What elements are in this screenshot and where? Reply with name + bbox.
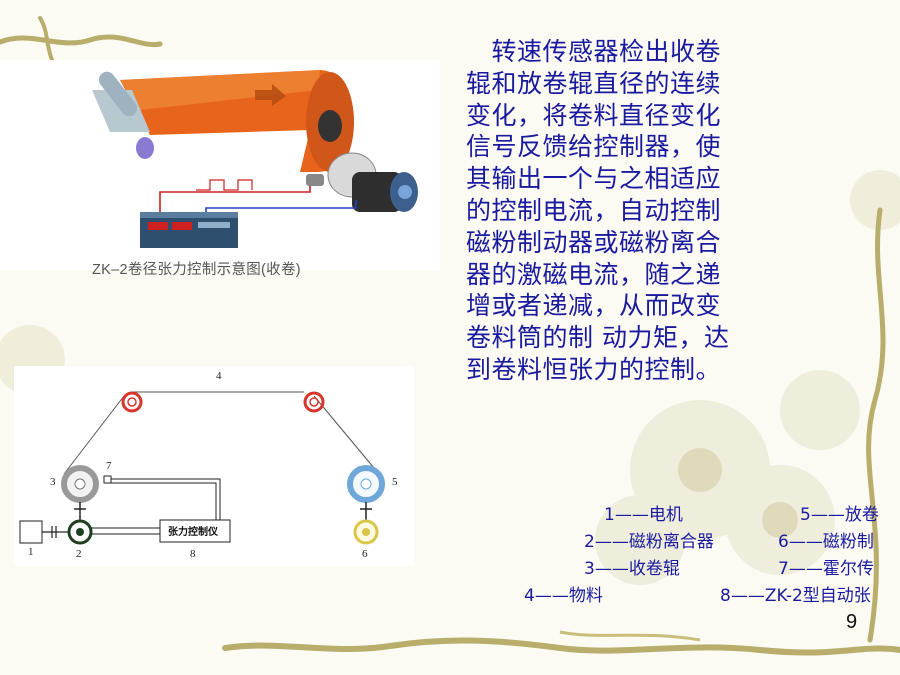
text-line: 信号反馈给控制器，使 (466, 132, 722, 162)
text-line: 其输出一个与之相适应 (466, 164, 722, 194)
text-line: 磁粉制动器或磁粉离合 (466, 227, 722, 257)
tension-controller (159, 519, 231, 543)
legend-item-3: 3——收卷辊 (584, 559, 680, 579)
legend-item-5: 5——放卷 (800, 505, 879, 525)
label-2: 2 (76, 548, 82, 560)
label-6: 6 (362, 548, 368, 560)
schematic-lines (19, 391, 385, 545)
text-line: 到卷料恒张力的控制。 (466, 354, 722, 384)
legend-item-7: 7——霍尔传 (778, 559, 874, 579)
legend-item-1: 1——电机 (604, 505, 683, 525)
text-line: 增或者递减，从而改变 (466, 291, 722, 321)
legend-item-4: 4——物料 (524, 586, 603, 606)
text-line: 转速传感器检出收卷 (466, 37, 722, 66)
description-paragraph: 转速传感器检出收卷 辊和放卷辊直径的连续 变化，将卷料直径变化 信号反馈给控制器… (466, 36, 786, 386)
label-4: 4 (216, 370, 222, 382)
text-line: 器的激磁电流，随之递 (466, 259, 722, 289)
motor (19, 520, 43, 544)
figure-caption: ZK–2卷径张力控制示意图(收卷) (92, 262, 301, 278)
tension-controller-label: 张力控制仪 (168, 527, 218, 538)
legend-item-2: 2——磁粉离合器 (584, 532, 714, 552)
page-number: 9 (846, 611, 858, 633)
label-1: 1 (28, 546, 34, 558)
label-3: 3 (50, 476, 56, 488)
text-line: 辊和放卷辊直径的连续 (466, 68, 722, 98)
guide-roller-left (121, 391, 143, 413)
legend-item-6: 6——磁粉制 (778, 532, 874, 552)
schematic-diagram: 张力控制仪 1 2 3 4 5 6 7 8 (14, 366, 414, 566)
guide-roller-right (303, 391, 325, 413)
unwind-roller (92, 71, 154, 159)
text-line: 的控制电流，自动控制 (466, 195, 722, 225)
label-8: 8 (190, 548, 196, 560)
text-line: 卷料筒的制 动力矩，达 (466, 323, 730, 353)
label-5: 5 (392, 476, 398, 488)
legend-item-8: 8——ZK-2型自动张 (720, 586, 871, 606)
label-7: 7 (106, 460, 112, 472)
winding-tension-illustration (0, 60, 440, 270)
text-line: 变化，将卷料直径变化 (466, 100, 722, 130)
